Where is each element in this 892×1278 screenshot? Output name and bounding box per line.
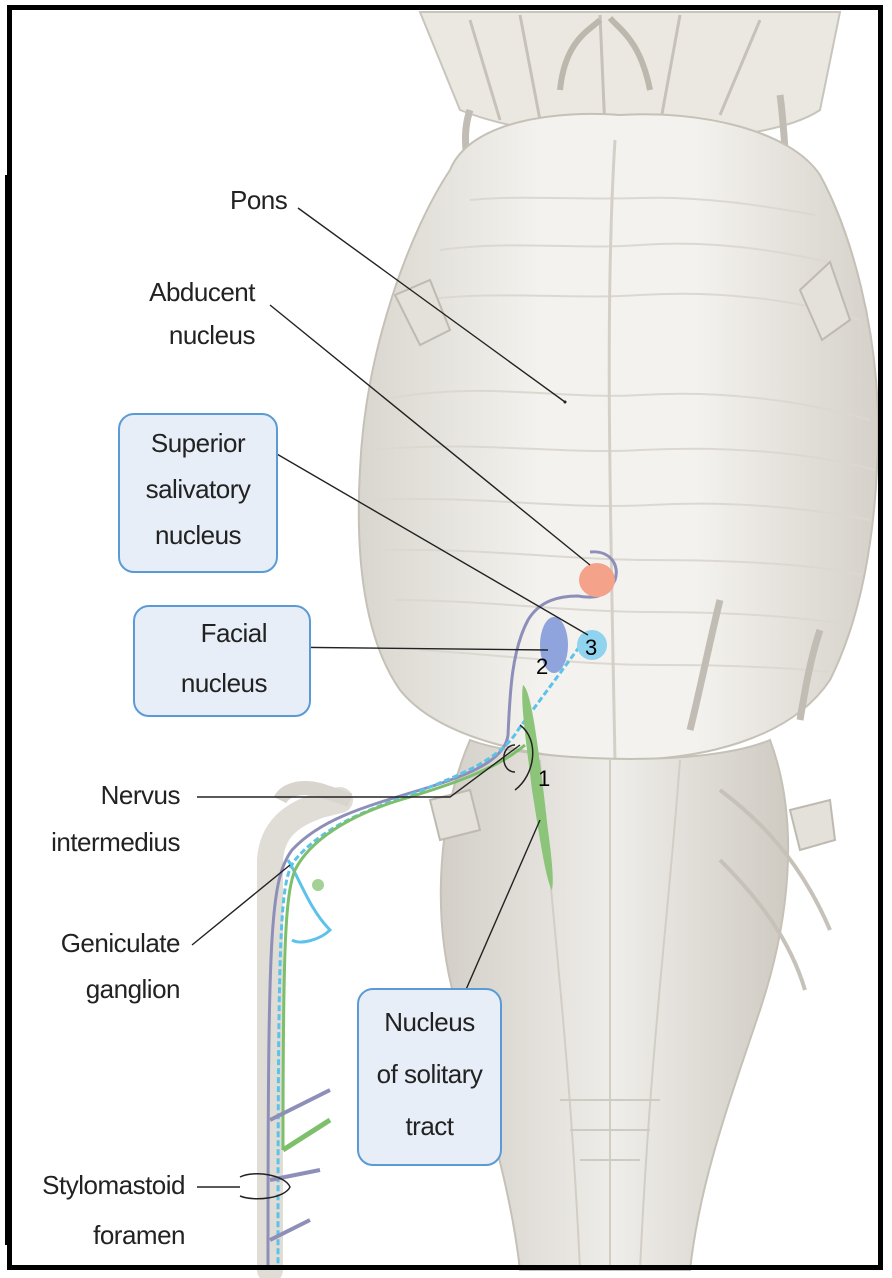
label-geniculate-line2: ganglion (20, 972, 180, 1006)
label-geniculate-line1: Geniculate (20, 926, 180, 960)
label-nervus-line1: Nervus (20, 778, 180, 812)
label-stylomastoid-line2: foramen (10, 1218, 185, 1252)
label-solitary-line3: tract (362, 1109, 497, 1143)
label-nervus-line2: intermedius (20, 825, 180, 859)
marker-1: 1 (538, 768, 550, 790)
label-superior-line1: Superior (128, 426, 268, 460)
callout-facial-nucleus: Facial nucleus (133, 605, 311, 717)
callout-superior-salivatory: Superior salivatory nucleus (118, 413, 278, 573)
label-facial-line2: nucleus (147, 666, 267, 700)
left-edge-strip (0, 175, 7, 1245)
callout-solitary-tract: Nucleus of solitary tract (357, 988, 502, 1166)
label-pons: Pons (230, 183, 287, 217)
label-abducent-line1: Abducent (120, 275, 255, 309)
label-stylomastoid-line1: Stylomastoid (10, 1168, 185, 1202)
label-abducent-line2: nucleus (120, 318, 255, 352)
label-facial-line1: Facial (147, 616, 267, 650)
label-solitary-line1: Nucleus (362, 1005, 497, 1039)
label-solitary-line2: of solitary (362, 1057, 497, 1091)
label-superior-line2: salivatory (128, 472, 268, 506)
marker-2: 2 (536, 656, 548, 678)
marker-3: 3 (585, 637, 597, 659)
label-superior-line3: nucleus (128, 518, 268, 552)
